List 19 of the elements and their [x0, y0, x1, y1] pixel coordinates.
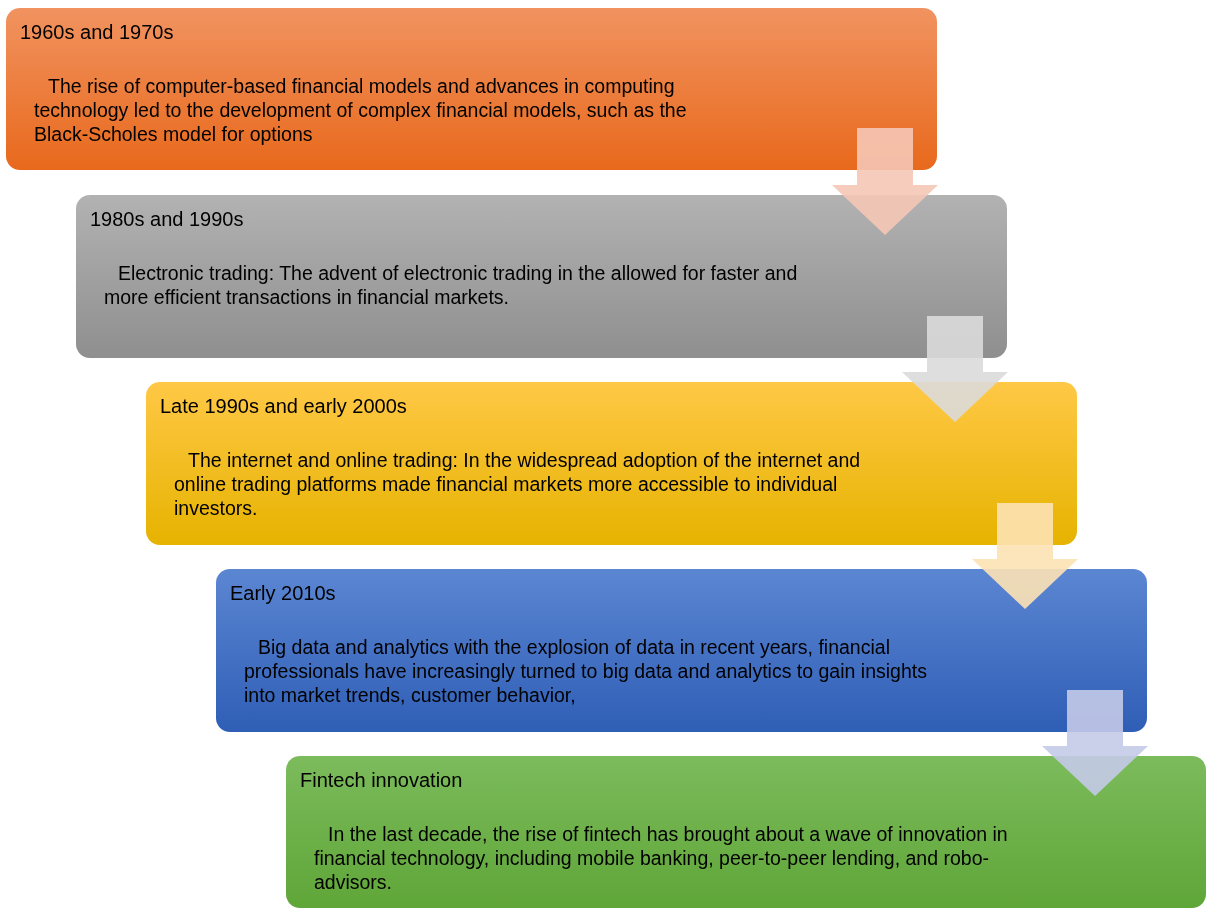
timeline-box [286, 756, 1206, 908]
block-arrow [1042, 690, 1148, 796]
period-description: The rise of computer-based financial models and advances in computing technology led to the development of complex financial models, such as the Black-Scholes model for options [34, 74, 688, 146]
period-description: Big data and analytics with the explosion of data in recent years, financial professionals have increasingly turned to big data and analytics to gain insights into market trends, customer behavior, [244, 635, 928, 707]
period-description: In the last decade, the rise of fintech has brought about a wave of innovation in financial technology, including mobile banking, peer-to-peer lending, and robo-advisors. [314, 822, 1009, 894]
period-heading: 1960s and 1970s [20, 20, 175, 44]
timeline-box [146, 382, 1077, 545]
period-description: The internet and online trading: In the widespread adoption of the internet and online trading platforms made financial markets more accessible to individual investors. [174, 448, 862, 520]
timeline-box [6, 8, 937, 170]
period-heading: 1980s and 1990s [90, 207, 245, 231]
block-arrow [902, 316, 1008, 422]
timeline-box [76, 195, 1007, 358]
period-heading: Early 2010s [230, 581, 337, 605]
period-description: Electronic trading: The advent of electronic trading in the allowed for faster and more efficient transactions in financial markets. [104, 261, 799, 309]
block-arrow [832, 128, 938, 235]
block-arrow [972, 503, 1078, 609]
period-heading: Fintech innovation [300, 768, 464, 792]
timeline-box [216, 569, 1147, 732]
period-heading: Late 1990s and early 2000s [160, 394, 408, 418]
